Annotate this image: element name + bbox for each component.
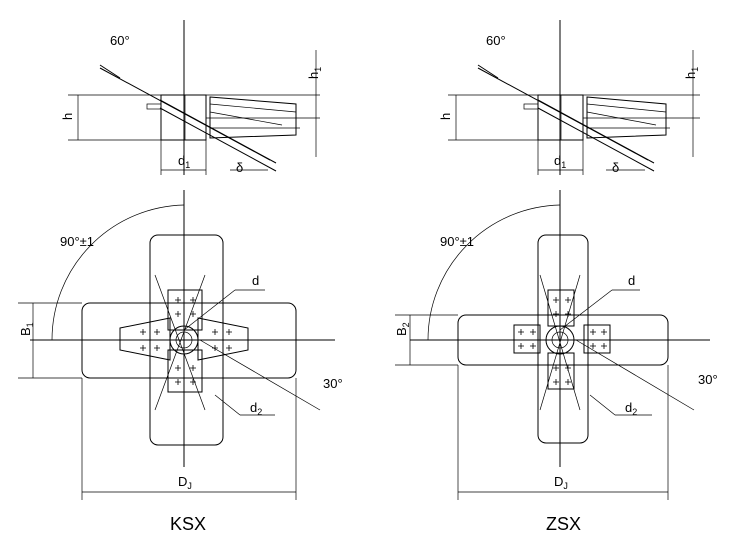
ksx-angle-30: 30° bbox=[323, 376, 343, 391]
zsx-d1-label: d1 bbox=[554, 153, 566, 170]
zsx-drawing: 60° h h1 d1 δ 90°±1 d d2 B2 30° DJ ZSX bbox=[394, 20, 718, 534]
ksx-labels: 60° h h1 d1 δ 90°±1 d d2 B1 30° DJ KSX bbox=[18, 33, 343, 534]
ksx-title: KSX bbox=[170, 514, 206, 534]
zsx-h1-label: h1 bbox=[683, 67, 700, 79]
zsx-dj-label: DJ bbox=[554, 474, 568, 491]
ksx-d-label: d bbox=[252, 273, 259, 288]
zsx-angle-60: 60° bbox=[486, 33, 506, 48]
zsx-d-label: d bbox=[628, 273, 635, 288]
ksx-d1-label: d1 bbox=[178, 153, 190, 170]
ksx-delta-label: δ bbox=[236, 160, 243, 175]
ksx-d2-label: d2 bbox=[250, 400, 262, 417]
zsx-delta-label: δ bbox=[612, 160, 619, 175]
zsx-d2-label: d2 bbox=[625, 400, 637, 417]
zsx-angle-30: 30° bbox=[698, 372, 718, 387]
zsx-angle-90: 90°±1 bbox=[440, 234, 474, 249]
ksx-angle-60: 60° bbox=[110, 33, 130, 48]
ksx-h1-label: h1 bbox=[306, 67, 323, 79]
zsx-title: ZSX bbox=[546, 514, 581, 534]
ksx-angle-90: 90°±1 bbox=[60, 234, 94, 249]
ksx-insert-marks bbox=[140, 297, 232, 385]
ksx-top-view bbox=[18, 190, 335, 500]
ksx-h-label: h bbox=[60, 113, 75, 120]
ksx-side-view bbox=[68, 20, 320, 175]
ksx-b1-label: B1 bbox=[18, 322, 35, 336]
ksx-dj-label: DJ bbox=[178, 474, 192, 491]
zsx-insert-marks bbox=[518, 297, 607, 385]
zsx-b2-label: B2 bbox=[394, 322, 411, 336]
zsx-labels: 60° h h1 d1 δ 90°±1 d d2 B2 30° DJ ZSX bbox=[394, 33, 718, 534]
zsx-top-view bbox=[395, 190, 710, 500]
ksx-drawing: 60° h h1 d1 δ 90°±1 d d2 B1 30° DJ KSX bbox=[18, 20, 343, 534]
zsx-h-label: h bbox=[438, 113, 453, 120]
zsx-side-view bbox=[448, 20, 700, 175]
